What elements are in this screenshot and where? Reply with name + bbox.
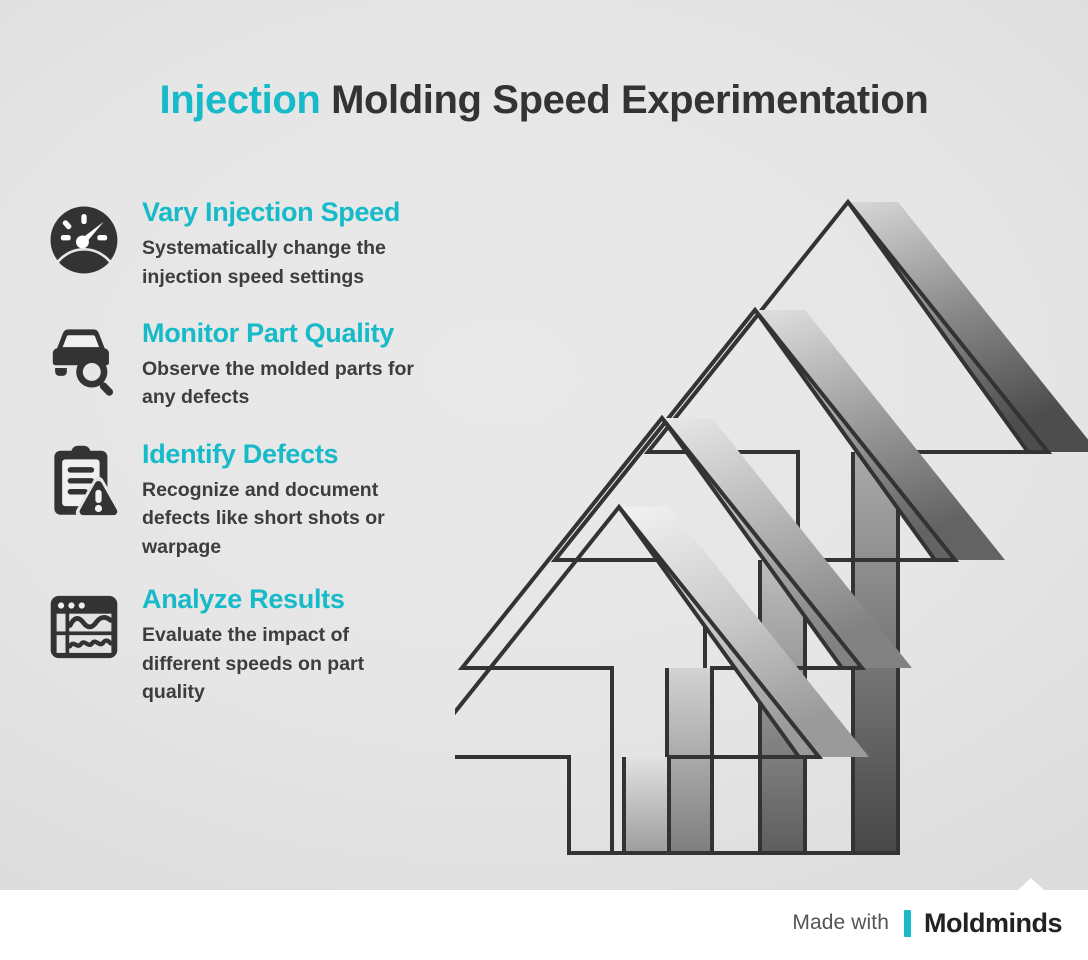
list-item-heading: Analyze Results [142, 583, 345, 614]
footer-notch-triangle [1018, 878, 1044, 890]
footer-bar: Made with Moldminds [0, 878, 1088, 960]
steps-list: Vary Injection Speed Systematically chan… [40, 196, 460, 706]
ascending-arrows-illustration [455, 180, 1088, 880]
list-item-heading: Monitor Part Quality [142, 317, 395, 348]
speedometer-icon [40, 196, 128, 284]
list-item-text: Identify Defects Recognize and document … [128, 438, 427, 561]
brand-divider-bar [904, 909, 911, 937]
list-item-analyze-results: Analyze Results Evaluate the impact of d… [40, 583, 460, 706]
made-with-label: Made with [792, 911, 889, 934]
list-item-heading: Vary Injection Speed [142, 197, 401, 227]
page-title-rest: Molding Speed Experimentation [320, 78, 929, 122]
list-item-description: Evaluate the impact of different speeds … [142, 624, 365, 703]
arrow-front [455, 503, 869, 855]
list-item-vary-injection-speed: Vary Injection Speed Systematically chan… [40, 196, 460, 291]
brand-name: Moldminds [924, 907, 1063, 938]
arrow-second [457, 414, 912, 855]
list-item-text: Vary Injection Speed Systematically chan… [128, 196, 427, 291]
analytics-window-icon [40, 583, 128, 671]
list-item-description: Observe the molded parts for any defects [142, 358, 414, 409]
list-item-text: Analyze Results Evaluate the impact of d… [128, 583, 427, 706]
page-title-accent: Injection [159, 78, 321, 122]
list-item-description: Recognize and document defects like shor… [142, 479, 385, 558]
list-item-description: Systematically change the injection spee… [142, 237, 386, 288]
list-item-identify-defects: Identify Defects Recognize and document … [40, 438, 460, 561]
clipboard-warning-icon [40, 438, 128, 526]
list-item-monitor-part-quality: Monitor Part Quality Observe the molded … [40, 317, 460, 412]
brand-credit: Made with Moldminds [792, 902, 1062, 944]
list-item-heading: Identify Defects [142, 438, 339, 469]
page-title: Injection Molding Speed Experimentation [0, 78, 1088, 123]
list-item-text: Monitor Part Quality Observe the molded … [128, 317, 427, 412]
car-inspection-icon [40, 317, 128, 405]
